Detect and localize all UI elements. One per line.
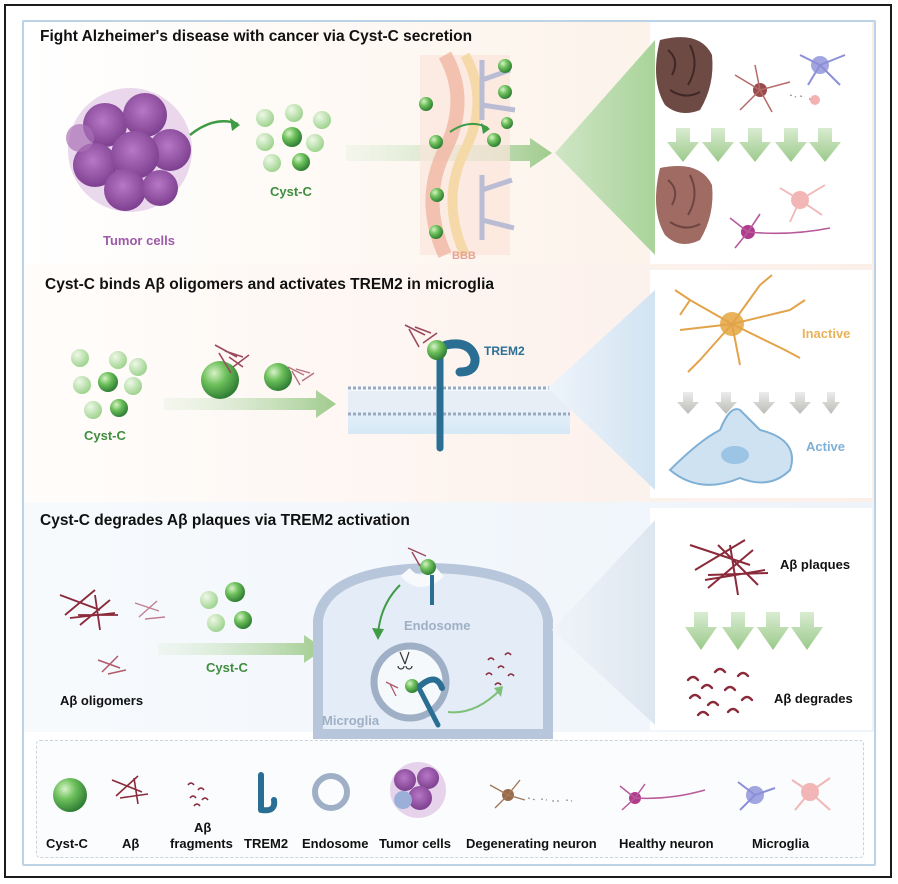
bbb-label: BBB [452, 250, 476, 262]
legend-degenerating-neuron-label: Degenerating neuron [466, 836, 597, 851]
improvement-arrows-panel-1 [667, 128, 841, 162]
panel-2-zoom-cone [548, 290, 655, 490]
healthy-neuron-cluster [729, 184, 831, 249]
abeta-fragments-released [485, 652, 515, 686]
panel-3-title: Cyst-C degrades Aβ plaques via TREM2 act… [40, 512, 410, 529]
healthy-brain-section [656, 166, 713, 244]
activation-arrows-panel-2 [677, 392, 840, 414]
cyst-c-with-abeta-1 [201, 344, 250, 399]
cyst-c-with-abeta-2 [264, 363, 315, 391]
legend-healthy-neuron-label: Healthy neuron [619, 836, 714, 851]
legend-abeta-icon [111, 775, 149, 805]
legend-healthy-neuron-icon [619, 783, 706, 811]
legend-degenerating-neuron-icon [489, 779, 573, 809]
cyst-c-label-panel-3: Cyst-C [206, 660, 248, 675]
tumor-cells-label: Tumor cells [103, 233, 176, 248]
panel-3-result-column [650, 508, 872, 730]
inactive-label: Inactive [802, 326, 851, 341]
panel-2-title: Cyst-C binds Aβ oligomers and activates … [45, 276, 495, 293]
panel-1-title: Fight Alzheimer's disease with cancer vi… [40, 28, 473, 45]
legend-tumor-cells-icon [390, 762, 446, 818]
active-label: Active [806, 439, 846, 454]
legend-microglia-icon [737, 777, 831, 811]
trem2-receptor [404, 324, 480, 452]
legend-endosome-icon [312, 773, 350, 811]
legend-microglia-label: Microglia [752, 836, 810, 851]
cyst-c-label-panel-2: Cyst-C [84, 428, 126, 443]
inactive-microglia [674, 274, 806, 373]
cell-membrane [348, 386, 570, 434]
legend-cyst-c-label: Cyst-C [46, 836, 88, 851]
secretion-arrow [189, 120, 239, 136]
fragment-release-arrow [447, 689, 501, 714]
degradation-arrow [158, 635, 324, 663]
outer-frame [4, 4, 892, 878]
cyst-c-cluster-panel-1 [256, 104, 331, 172]
legend-abeta-label: Aβ [122, 836, 140, 851]
legend-abeta-fragments-label-line2: fragments [170, 836, 233, 851]
legend-cyst-c-icon [53, 778, 87, 812]
cyst-c-label-panel-1: Cyst-C [270, 184, 312, 199]
panel-1-zoom-cone [555, 40, 655, 255]
legend-endosome-label: Endosome [302, 836, 369, 851]
legend-box [36, 740, 864, 858]
legend-abeta-fragments-icon [187, 782, 209, 807]
tumor-cell-cluster [66, 88, 192, 212]
active-microglia [668, 408, 793, 486]
legend-trem2-icon [258, 772, 278, 814]
blood-brain-barrier [419, 51, 516, 258]
abeta-plaque-cluster [689, 539, 769, 596]
abeta-oligomers-group [59, 589, 166, 675]
legend-abeta-fragments-label-line1: Aβ [194, 820, 212, 835]
legend-tumor-cells-label: Tumor cells [379, 836, 452, 851]
panel-3-zoom-cone [552, 520, 655, 725]
degenerated-brain-section [656, 37, 713, 114]
abeta-degrades-label: Aβ degrades [774, 691, 853, 706]
inner-frame [22, 20, 876, 866]
degenerating-neuron-cluster [734, 54, 846, 113]
abeta-oligomers-label: Aβ oligomers [60, 693, 144, 708]
legend-trem2-label: TREM2 [244, 836, 289, 851]
microglia-label: Microglia [322, 713, 380, 728]
endosome-label: Endosome [404, 618, 471, 633]
degradation-arrows-panel-3 [685, 612, 823, 650]
endocytosis-event [372, 547, 436, 640]
endosome-with-cargo [370, 642, 450, 728]
trem2-label: TREM2 [484, 344, 525, 358]
cyst-c-cluster-panel-3 [200, 582, 252, 632]
binding-arrow [164, 390, 336, 418]
abeta-plaques-label: Aβ plaques [780, 557, 851, 572]
cyst-c-cluster-panel-2 [71, 349, 147, 419]
degraded-abeta-fragments [686, 667, 754, 717]
